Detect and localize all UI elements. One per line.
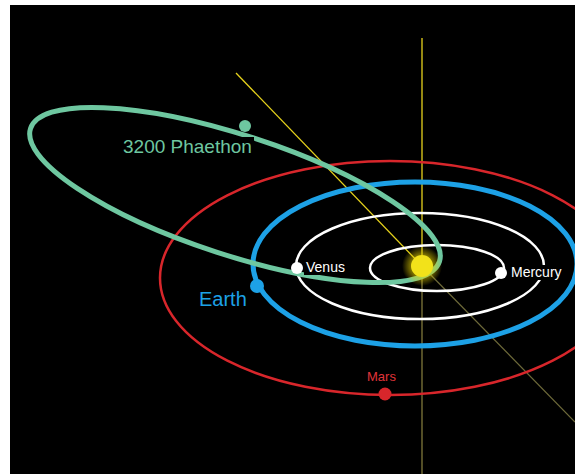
asteroid-label: 3200 Phaethon (121, 137, 254, 158)
phaethon-orbit (12, 71, 458, 318)
reference-line (421, 266, 422, 474)
mars-dot (379, 388, 392, 401)
space-ground (10, 5, 575, 474)
planet-label: Mars (365, 370, 398, 384)
earth-dot (250, 279, 264, 293)
sun (411, 255, 433, 277)
reference-line (421, 38, 422, 266)
venus-dot (291, 262, 303, 274)
mars-orbit (160, 161, 575, 395)
mercury-dot (495, 267, 507, 279)
venus-orbit (296, 213, 544, 319)
sun-glow (402, 246, 442, 286)
planet-label: Earth (197, 288, 249, 310)
phaethon-dot (239, 120, 251, 132)
planet-label: Venus (304, 260, 347, 275)
planet-label: Mercury (509, 265, 564, 280)
earth-orbit (253, 182, 575, 346)
